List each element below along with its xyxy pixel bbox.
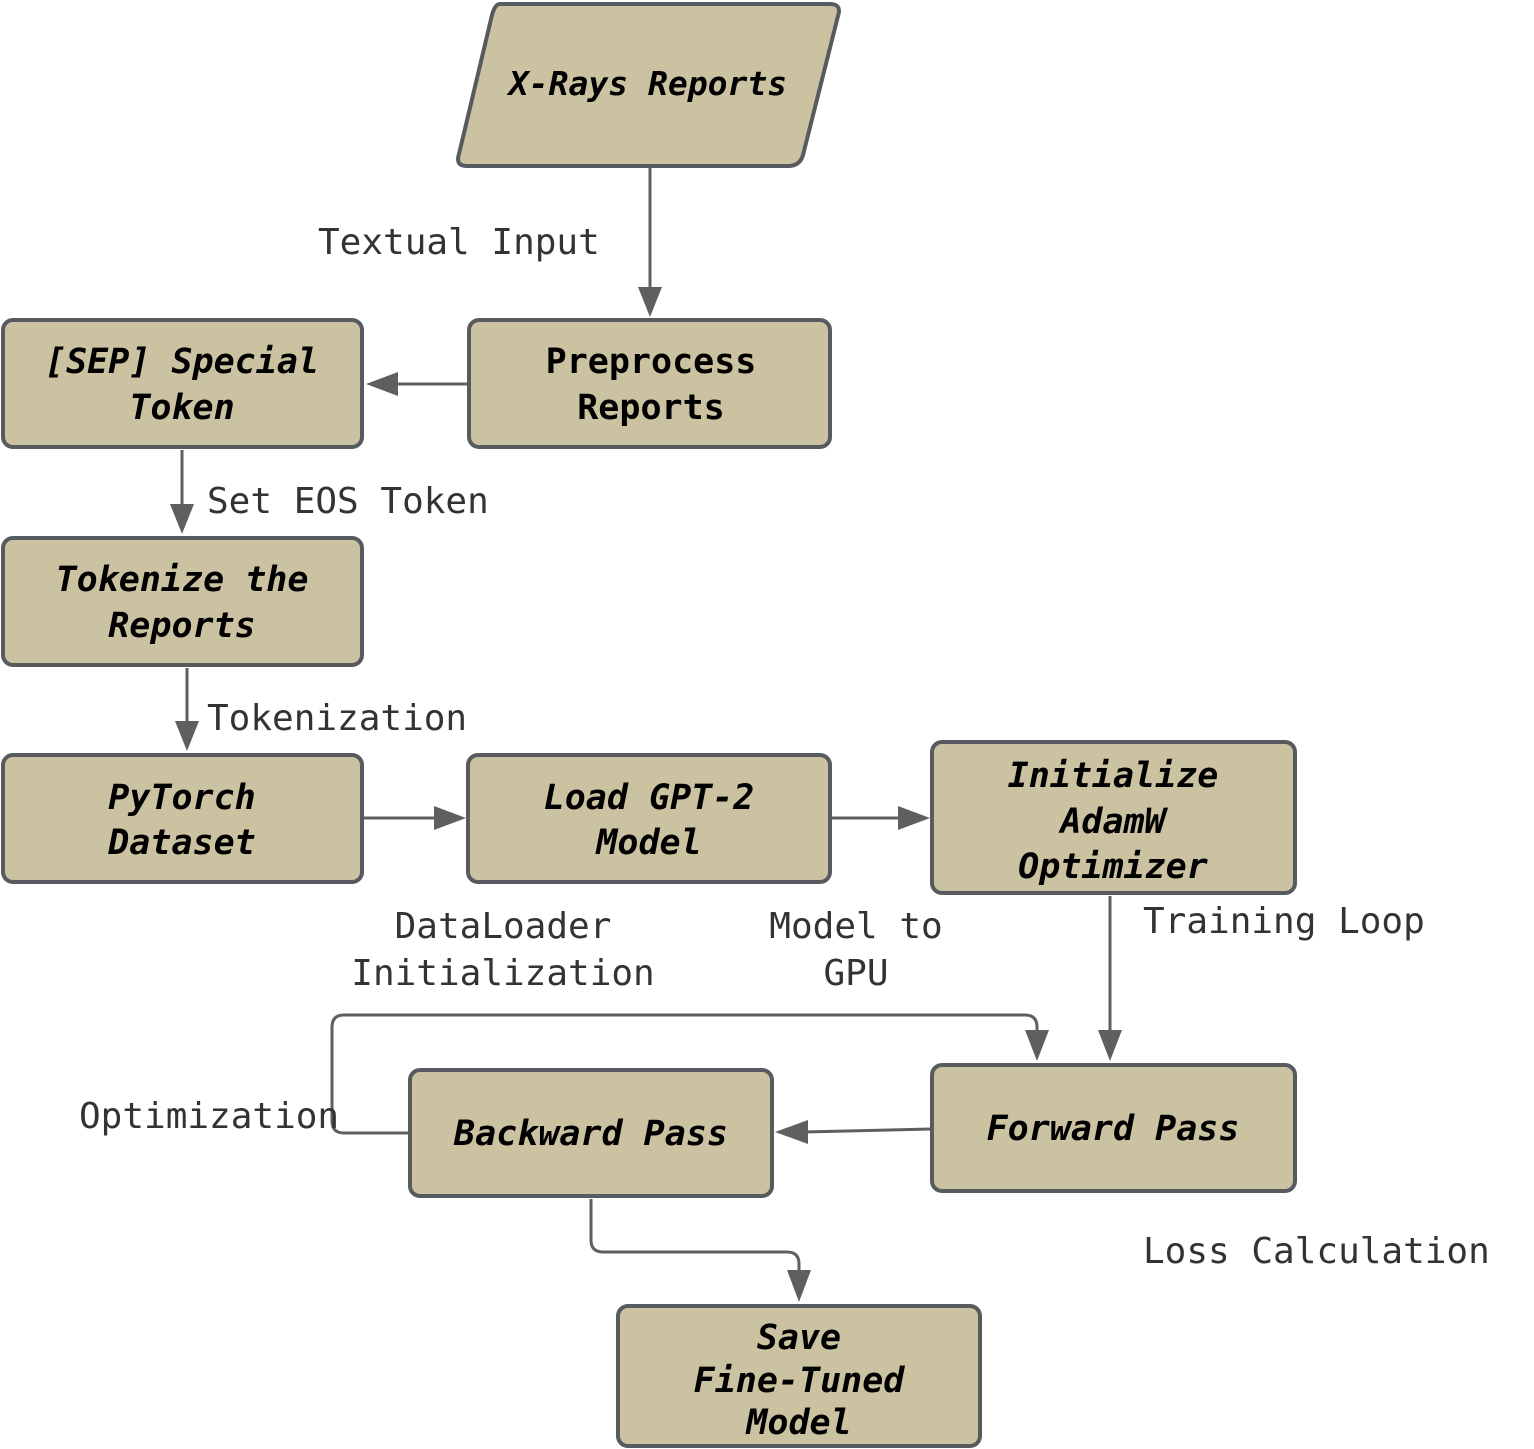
node-dataset-line1: PyTorch [108,778,256,818]
node-sep-line1: [SEP] Special [45,342,319,382]
node-dataset-shape [1,753,364,884]
node-gpt2-shape [466,753,832,884]
arrowhead-preprocess [638,287,662,317]
node-tokenize-shape [1,536,364,667]
label-training-loop: Training Loop [1143,901,1425,942]
node-sep-shape [1,318,364,449]
node-tokenize-line1: Tokenize the [56,560,309,600]
edge-labels: Textual Input Set EOS Token Tokenization… [79,222,1490,1272]
node-backward-label: Backward Pass [453,1114,728,1154]
label-dataloader-line1: DataLoader [395,906,612,947]
arrowhead-save [787,1270,811,1302]
node-forward-pass[interactable]: Forward Pass [930,1063,1297,1193]
arrowhead-forward-training [1098,1030,1122,1061]
node-xrays-shape [456,1,841,168]
node-preprocess-shape [467,318,832,449]
label-optimization: Optimization [79,1096,339,1137]
node-forward-label: Forward Pass [987,1109,1240,1149]
node-adamw-shape [930,740,1297,895]
node-adamw-line2: AdamW [1058,802,1168,842]
arrowhead-tokenize [170,504,194,534]
node-tokenize-reports[interactable]: Tokenize the Reports [1,536,364,667]
arrowhead-sep [366,372,398,396]
arrowhead-gpt2 [434,806,466,830]
edge-backward-to-save [589,1199,801,1274]
label-model-gpu-line2: GPU [823,953,888,994]
node-preprocess-line1: Preprocess [546,342,757,382]
node-adamw-line1: Initialize [1008,756,1219,796]
node-dataset-line2: Dataset [107,823,256,863]
node-gpt2-line2: Model [595,823,701,863]
node-pytorch-dataset[interactable]: PyTorch Dataset [1,753,364,884]
node-sep-token[interactable]: [SEP] Special Token [1,318,364,449]
arrowhead-adamw [898,806,930,830]
node-save-model[interactable]: Save Fine-Tuned Model [616,1304,982,1448]
node-gpt2-line1: Load GPT-2 [544,778,755,818]
node-save-line3: Model [745,1403,851,1443]
node-tokenize-line2: Reports [108,606,256,646]
label-tokenization: Tokenization [207,698,467,739]
node-backward-shape [408,1068,774,1198]
node-save-line1: Save [757,1318,841,1358]
node-xrays-reports[interactable]: X-Rays Reports [456,1,841,168]
node-forward-shape [930,1063,1297,1193]
edges [170,168,1122,1302]
node-adamw-line3: Optimizer [1018,847,1208,887]
label-textual-input: Textual Input [318,222,600,263]
node-backward-pass[interactable]: Backward Pass [408,1068,774,1198]
node-load-gpt2[interactable]: Load GPT-2 Model [466,753,832,884]
arrowhead-backward [775,1120,808,1144]
label-dataloader-line2: Initialization [351,953,654,994]
node-preprocess-reports[interactable]: Preprocess Reports [467,318,832,449]
edge-forward-to-backward [803,1127,932,1134]
nodes: X-Rays Reports Preprocess Reports [SEP] … [1,1,1297,1448]
node-sep-line2: Token [129,388,234,428]
node-save-shape [616,1304,982,1448]
arrowhead-forward-optimization [1025,1030,1049,1061]
label-loss-calculation: Loss Calculation [1143,1231,1490,1272]
label-model-gpu-line1: Model to [769,906,942,947]
node-preprocess-line2: Reports [577,388,725,428]
node-xrays-label: X-Rays Reports [506,64,787,103]
node-adamw-optimizer[interactable]: Initialize AdamW Optimizer [930,740,1297,895]
node-save-line2: Fine-Tuned [694,1361,906,1401]
arrowhead-dataset [175,721,199,751]
edge-backward-to-forward-loop [330,1013,1039,1135]
label-set-eos-token: Set EOS Token [207,481,489,522]
